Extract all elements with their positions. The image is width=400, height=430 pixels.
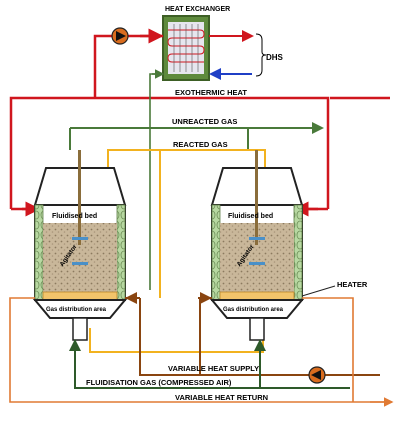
- fluidised-bed-left-label: Fluidised bed: [52, 213, 97, 220]
- left-reactor: [32, 150, 128, 341]
- fluidised-bed-right-label: Fluidised bed: [228, 213, 273, 220]
- pump-icon: [111, 27, 129, 45]
- gas-distribution-right-label: Gas distribution area: [223, 307, 284, 313]
- dhs-label: DHS: [266, 53, 284, 62]
- unreacted-gas-line: [69, 127, 320, 150]
- variable-heat-return-label: VARIABLE HEAT RETURN: [175, 393, 268, 402]
- variable-heat-supply-label: VARIABLE HEAT SUPPLY: [168, 364, 259, 373]
- dhs-brace: [255, 33, 267, 77]
- heater-label: HEATER: [337, 280, 368, 289]
- fluidisation-gas-label: FLUIDISATION GAS (COMPRESSED AIR): [86, 378, 232, 387]
- heat-exchanger-label: HEAT EXCHANGER: [165, 6, 230, 13]
- pump-icon: [308, 366, 326, 384]
- right-reactor: [209, 150, 305, 341]
- unreacted-gas-label: UNREACTED GAS: [172, 117, 237, 126]
- heat-exchanger: [162, 15, 210, 81]
- heater-leader-line: [301, 285, 336, 297]
- variable-heat-return-line: [9, 297, 390, 403]
- reacted-gas-label: REACTED GAS: [173, 140, 228, 149]
- exothermic-heat-label: EXOTHERMIC HEAT: [175, 88, 247, 97]
- heat-exchanger-return-line: [149, 73, 163, 290]
- gas-distribution-left-label: Gas distribution area: [46, 307, 107, 313]
